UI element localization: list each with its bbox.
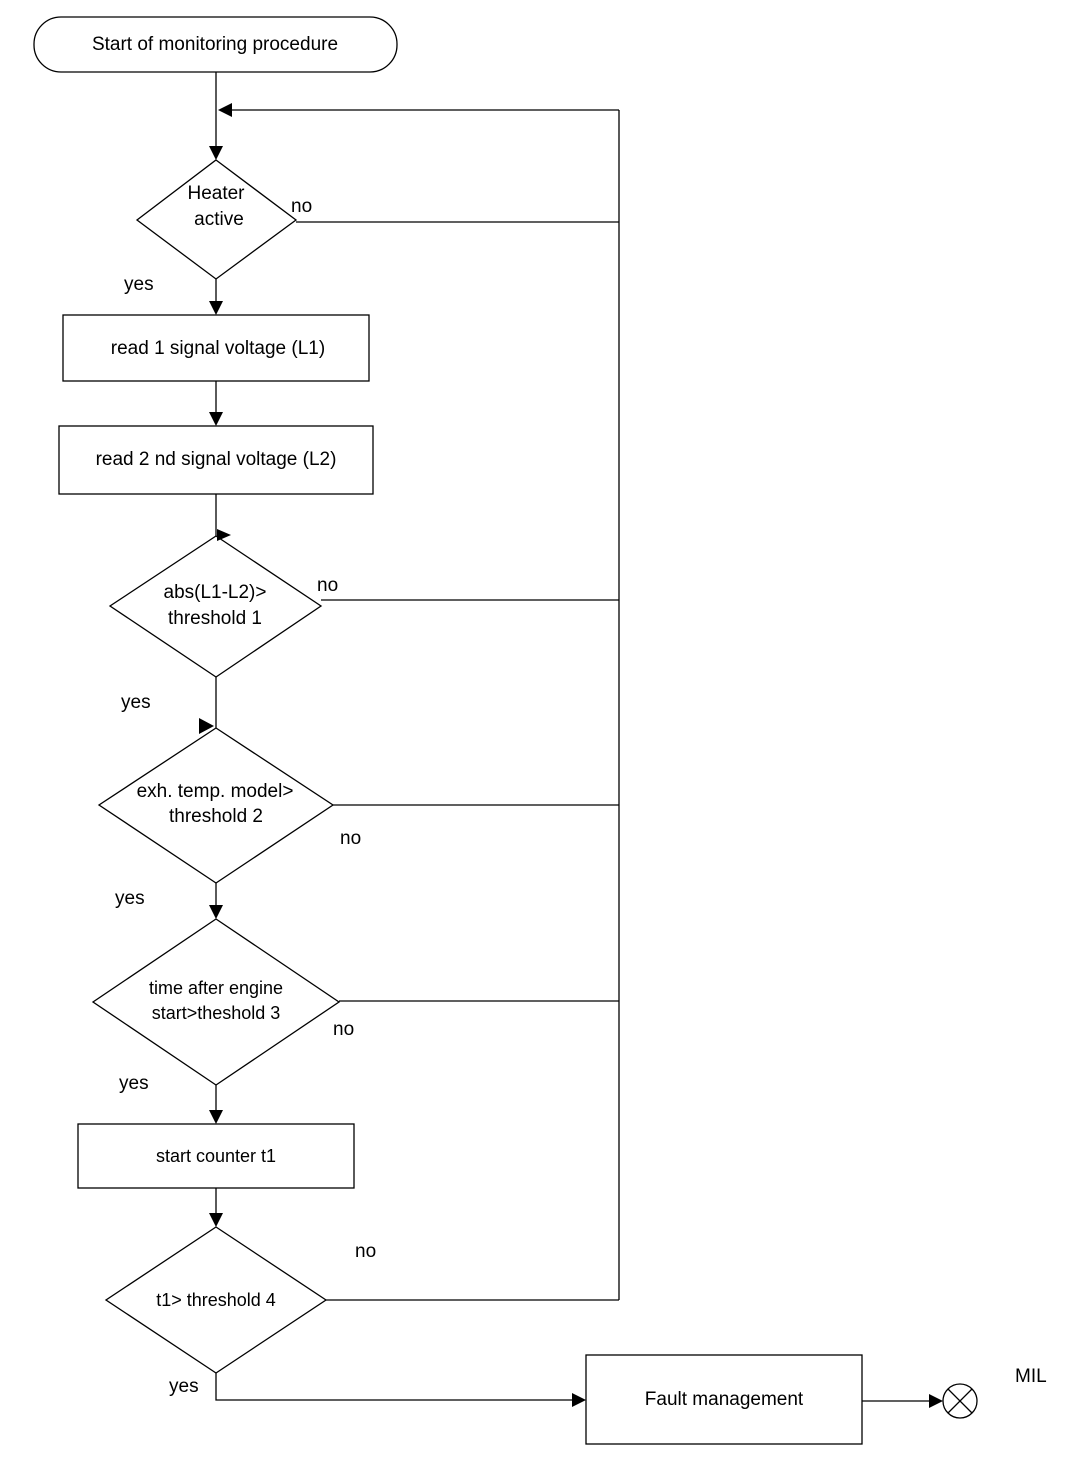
read-l1-label: read 1 signal voltage (L1)	[111, 338, 325, 359]
t1-yes-label: yes	[169, 1376, 199, 1397]
mil-lamp-icon	[942, 1383, 978, 1419]
arrowhead-into-read-l1	[209, 301, 223, 315]
heater-no-label: no	[291, 196, 312, 217]
arrowhead-into-t1-check	[209, 1213, 223, 1227]
start-terminal-label: Start of monitoring procedure	[92, 34, 338, 55]
heater-active-decision: Heater active	[135, 159, 298, 280]
heater-yes-label: yes	[124, 274, 154, 295]
abs-difference-label-line2: threshold 1	[168, 608, 262, 629]
arrowhead-into-fault-management	[572, 1393, 586, 1407]
abs-no-label: no	[317, 575, 338, 596]
time-after-start-label-line1: time after engine	[149, 978, 283, 998]
time-after-start-decision: time after engine start>theshold 3	[91, 918, 341, 1086]
start-terminal: Start of monitoring procedure	[33, 16, 398, 73]
start-counter-process: start counter t1	[77, 1123, 355, 1189]
arrowhead-into-time-check	[209, 905, 223, 919]
t1-no-label: no	[355, 1241, 376, 1262]
fault-management-label: Fault management	[645, 1389, 804, 1410]
heater-active-label-line2: active	[194, 209, 244, 230]
arrowhead-feedback-return	[218, 103, 232, 117]
arrowhead-into-exh-temp	[199, 718, 214, 734]
abs-difference-label-line1: abs(L1-L2)>	[164, 582, 267, 603]
exh-temp-decision: exh. temp. model> threshold 2	[97, 727, 335, 884]
connector-t1-yes	[215, 1373, 572, 1401]
arrowhead-into-mil	[929, 1394, 943, 1408]
exh-yes-label: yes	[115, 888, 145, 909]
arrowhead-into-heater	[209, 146, 223, 160]
time-no-label: no	[333, 1019, 354, 1040]
heater-active-label-line1: Heater	[187, 183, 245, 204]
abs-difference-decision: abs(L1-L2)> threshold 1	[108, 535, 323, 678]
read-l2-label: read 2 nd signal voltage (L2)	[96, 449, 337, 470]
exh-temp-label-line1: exh. temp. model>	[137, 781, 294, 802]
time-yes-label: yes	[119, 1073, 149, 1094]
start-counter-label: start counter t1	[156, 1146, 276, 1166]
t1-threshold-decision: t1> threshold 4	[104, 1226, 328, 1374]
read-l2-process: read 2 nd signal voltage (L2)	[58, 425, 374, 495]
time-after-start-label-line2: start>theshold 3	[152, 1003, 281, 1023]
read-l1-process: read 1 signal voltage (L1)	[62, 314, 370, 382]
mil-label: MIL	[1015, 1366, 1047, 1387]
abs-yes-label: yes	[121, 692, 151, 713]
arrowhead-into-abs	[217, 529, 231, 541]
fault-management-process: Fault management	[585, 1354, 863, 1445]
arrowhead-into-start-counter	[209, 1110, 223, 1124]
t1-threshold-label: t1> threshold 4	[156, 1290, 276, 1310]
exh-no-label: no	[340, 828, 361, 849]
arrowhead-into-read-l2	[209, 412, 223, 426]
exh-temp-label-line2: threshold 2	[169, 806, 263, 827]
